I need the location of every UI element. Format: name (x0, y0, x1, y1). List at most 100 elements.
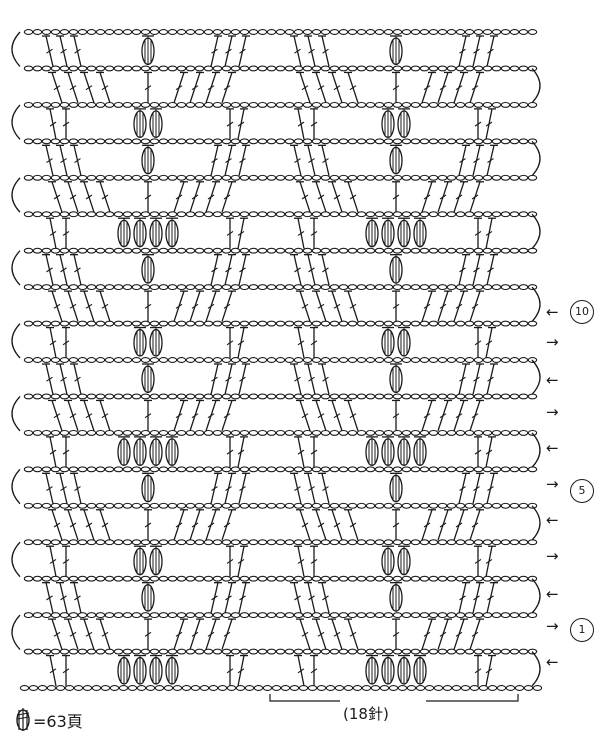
double-crochet-stitch (96, 291, 110, 321)
turning-chain-14 (12, 178, 20, 212)
double-crochet-stitch (48, 182, 62, 212)
puff-stitch (166, 656, 178, 684)
double-crochet-stitch (238, 218, 248, 248)
double-crochet-stitch (304, 583, 315, 613)
double-crochet-stitch (318, 36, 329, 66)
puff-stitch (150, 437, 162, 465)
double-crochet-stitch (454, 400, 468, 430)
double-crochet-stitch (438, 510, 452, 540)
double-crochet-stitch (304, 145, 315, 175)
double-crochet-stitch (70, 255, 81, 285)
double-crochet-stitch (206, 400, 220, 430)
double-crochet-stitch (304, 36, 315, 66)
double-crochet-stitch (296, 400, 310, 430)
turning-chain-13 (532, 214, 540, 248)
double-crochet-stitch (70, 36, 81, 66)
double-crochet-stitch (64, 72, 78, 102)
puff-stitch (366, 437, 378, 465)
double-crochet-stitch (62, 656, 70, 686)
double-crochet-stitch (222, 291, 236, 321)
double-crochet-stitch (48, 510, 62, 540)
puff-stitch (142, 473, 154, 501)
double-crochet-stitch (438, 291, 452, 321)
double-crochet-stitch (46, 437, 56, 467)
double-crochet-stitch (344, 400, 358, 430)
double-crochet-stitch (438, 619, 452, 649)
puff-stitch (390, 36, 402, 64)
chain-row-11 (24, 285, 536, 290)
row-direction-right-arrow: → (546, 547, 559, 565)
puff-stitch (382, 328, 394, 356)
double-crochet-stitch (238, 109, 248, 139)
puff-stitch (150, 109, 162, 137)
double-crochet-stitch (438, 400, 452, 430)
double-crochet-stitch (459, 583, 470, 613)
double-crochet-stitch (225, 473, 236, 503)
double-crochet-stitch (211, 473, 222, 503)
double-crochet-stitch (294, 109, 304, 139)
double-crochet-stitch (312, 291, 326, 321)
double-crochet-stitch (328, 400, 342, 430)
double-crochet-stitch (225, 145, 236, 175)
puff-stitch (150, 656, 162, 684)
puff-stitch (390, 473, 402, 501)
row-direction-left-arrow: ← (546, 585, 559, 603)
double-crochet-stitch (344, 72, 358, 102)
double-crochet-stitch (473, 255, 484, 285)
repeat-bracket-left (270, 694, 340, 701)
double-crochet-stitch (42, 255, 53, 285)
double-crochet-stitch (328, 291, 342, 321)
puff-stitch (118, 218, 130, 246)
double-crochet-stitch (438, 72, 452, 102)
chain-row-17 (24, 66, 536, 71)
puff-stitch (134, 109, 146, 137)
puff-stitch (134, 546, 146, 574)
double-crochet-stitch (239, 36, 250, 66)
double-crochet-stitch (474, 328, 482, 358)
row-direction-left-arrow: ← (546, 511, 559, 529)
double-crochet-stitch (64, 291, 78, 321)
turning-chain-15 (532, 141, 540, 175)
double-crochet-stitch (48, 72, 62, 102)
double-crochet-stitch (190, 619, 204, 649)
double-crochet-stitch (62, 109, 70, 139)
turning-chain-11 (532, 287, 540, 321)
double-crochet-stitch (48, 400, 62, 430)
double-crochet-stitch (454, 182, 468, 212)
turning-chain-1 (532, 652, 540, 686)
puff-stitch (390, 364, 402, 392)
turning-chain-10 (12, 324, 20, 358)
row-direction-right-arrow: → (546, 333, 559, 351)
double-crochet-stitch (487, 255, 498, 285)
double-crochet-stitch (239, 145, 250, 175)
chain-row-6 (24, 467, 536, 472)
double-crochet-stitch (392, 510, 400, 540)
chain-row-8 (24, 394, 536, 399)
double-crochet-stitch (318, 145, 329, 175)
double-crochet-stitch (487, 36, 498, 66)
puff-stitch (142, 255, 154, 283)
double-crochet-stitch (96, 72, 110, 102)
puff-stitch (150, 546, 162, 574)
double-crochet-stitch (474, 546, 482, 576)
double-crochet-stitch (70, 364, 81, 394)
double-crochet-stitch (56, 583, 67, 613)
double-crochet-stitch (422, 182, 436, 212)
double-crochet-stitch (392, 619, 400, 649)
double-crochet-stitch (174, 510, 188, 540)
double-crochet-stitch (310, 437, 318, 467)
puff-stitch (142, 145, 154, 173)
foundation-chain (20, 686, 541, 691)
double-crochet-stitch (64, 510, 78, 540)
double-crochet-stitch (206, 72, 220, 102)
chain-row-13 (24, 212, 536, 217)
puff-stitch (414, 218, 426, 246)
puff-stitch (366, 656, 378, 684)
double-crochet-stitch (56, 473, 67, 503)
double-crochet-stitch (459, 145, 470, 175)
double-crochet-stitch (487, 583, 498, 613)
double-crochet-stitch (190, 72, 204, 102)
double-crochet-stitch (56, 364, 67, 394)
chain-row-2 (24, 613, 536, 618)
